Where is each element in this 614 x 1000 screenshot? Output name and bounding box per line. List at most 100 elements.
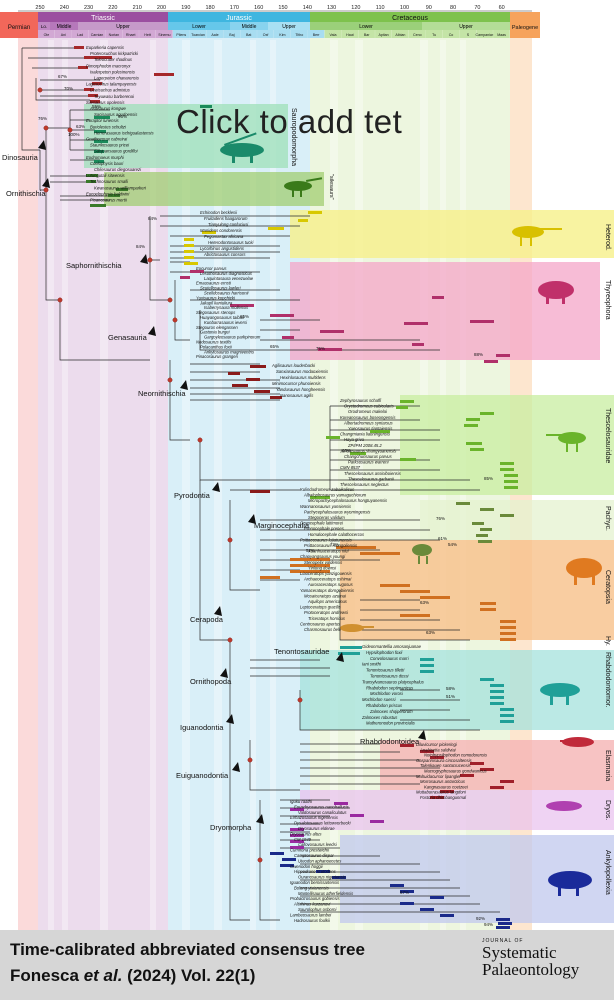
stage-label: Tu <box>432 33 436 37</box>
stage-label: Albian <box>395 33 405 37</box>
taxon-label: Eousdryosaurus nanohallucis <box>294 804 350 809</box>
side-label-sauropodomorpha: Sauropodomorpha <box>290 108 297 166</box>
stage-cell <box>375 30 392 38</box>
taxon-label: Pegomastax africana <box>204 234 244 239</box>
taxon-label: Albalophosaurus yamaguchiorum <box>303 493 367 498</box>
taxon-label: Stegosaurus stenops <box>196 310 236 315</box>
support-value: 84% <box>148 216 157 221</box>
taxon-label: Mochlodon suessi <box>362 697 397 702</box>
taxon-label: Hypsilophodon foxii <box>366 650 403 655</box>
taxon-label: Nodosaurus textilis <box>196 340 232 345</box>
stage-cell <box>442 30 460 38</box>
side-label-silesaurs: "silesaurs" <box>328 174 334 200</box>
period-permian <box>0 12 38 38</box>
clade-label-iguanodontia: Iguanodontia <box>180 723 224 732</box>
clade-label-ornithopoda: Ornithopoda <box>190 677 232 686</box>
side-label-thescelosauridae: Thescelosauridae <box>604 408 611 463</box>
support-value: 63% <box>76 124 85 129</box>
taxon-label: Polacanthus foxii <box>200 344 233 349</box>
taxon-label: CM 1949 <box>294 837 312 842</box>
stage-cell <box>172 30 190 38</box>
pachycephalosaur-box <box>420 500 614 540</box>
timescale-tick-label: 200 <box>157 5 166 11</box>
epoch-label: Lower <box>192 24 206 30</box>
taxon-label: Jakapil kaniukura <box>199 300 233 305</box>
clade-label-dinosauria: Dinosauria <box>2 153 39 162</box>
clade-label-neornithischia: Neornithischia <box>138 389 186 398</box>
taxon-label: Ixalerpeton polesinensis <box>90 69 136 74</box>
epoch-label: Lower <box>359 24 373 30</box>
taxon-label: Altirhinus kurzanovi <box>293 902 331 907</box>
timescale-tick-label: 120 <box>351 5 360 11</box>
taxon-label: Prenocephale prenes <box>304 526 345 531</box>
heterodontosaurid-box <box>290 210 614 258</box>
timescale-tick-label: 140 <box>303 5 312 11</box>
taxon-label: Kangnasaurus coetzeei <box>424 784 469 789</box>
support-value: 76% <box>38 116 47 121</box>
footer-citation: Fonesca et al. (2024) Vol. 22(1) <box>10 966 255 986</box>
taxon-label: Agilisaurus louderbacki <box>271 363 316 368</box>
support-value: 54% <box>448 542 457 547</box>
period-label-paleogene: Paleogene <box>512 25 538 31</box>
taxon-label: Yuxisaurus kopchicki <box>196 295 236 300</box>
taxon-label: Anabisetia saldiviai <box>419 747 457 752</box>
stage-cell <box>257 30 274 38</box>
stage-cell <box>156 30 173 38</box>
clade-label-saphornithischia: Saphornithischia <box>66 261 122 270</box>
timescale-tick-label: 220 <box>108 5 117 11</box>
stage-label: Oxf <box>263 33 269 37</box>
epoch-label: Middle <box>242 24 257 30</box>
taxon-label: Echinodon becklesii <box>200 210 238 215</box>
timescale-tick-label: 190 <box>181 5 190 11</box>
side-label-dryos: Dryos. <box>604 800 611 820</box>
taxon-label: Fruitadens haagarorum <box>204 216 248 221</box>
taxon-label: Pinacosaurus grangeri <box>196 354 239 359</box>
support-value: 52% <box>306 548 315 553</box>
stage-label: Titho <box>295 33 303 37</box>
taxon-label: Chilesaurus diegosuarezi <box>94 167 142 172</box>
taxon-label: Eodromaeus murphi <box>86 155 125 160</box>
text-placeholder[interactable]: Click to add tet <box>176 103 403 140</box>
clade-label-pyrodontia: Pyrodontia <box>174 491 211 500</box>
taxon-label: Owenodon hoggii <box>290 864 324 869</box>
ceratopsia-box <box>340 540 614 640</box>
taxon-label: Gnathovorax cabreirai <box>86 137 128 142</box>
elasmaria-box <box>380 740 614 790</box>
support-value: 88% <box>474 352 483 357</box>
taxon-label: Protoceratops andrewsi <box>304 610 349 615</box>
ceratopsian-silhouette-icon <box>566 558 602 585</box>
taxon-label: Stegouros elengassen <box>196 325 238 330</box>
stage-cell <box>290 30 308 38</box>
taxon-label: Valdosaurus canaliculatus <box>298 810 347 815</box>
taxon-label: Isaberrysaura mollensis <box>204 305 249 310</box>
taxon-label: Gastonia burgei <box>200 330 231 335</box>
epoch-label: Middle <box>57 24 72 30</box>
period-label-jurassic: Jurassic <box>226 15 252 22</box>
stage-label: Bat <box>246 33 251 37</box>
taxon-label: Iguanodon bernissartensis <box>290 880 340 885</box>
taxon-label: Tenontosaurus tilletti <box>366 668 405 673</box>
taxon-label: Tenontosaurus dossi <box>370 674 410 679</box>
taxon-label: Sanxiasaurus modaoxiensis <box>276 369 329 374</box>
taxon-label: Euparkeria capensis <box>86 45 125 50</box>
pachycephalosaur-silhouette-icon <box>412 544 432 564</box>
support-value: 96% <box>118 114 127 119</box>
period-jurassic <box>168 12 310 22</box>
side-label-elasmaria: Elasmaria <box>604 750 611 781</box>
taxon-label: Hadrosaurus foulkii <box>294 918 331 923</box>
taxon-label: Changmiania liaoningensis <box>340 432 391 437</box>
taxon-label: Lesothosaurus diagnosticus <box>200 271 253 276</box>
taxon-label: Iani smithi <box>362 662 382 667</box>
timescale-tick-label: 90 <box>426 5 432 11</box>
stage-cell <box>274 30 291 38</box>
taxon-label: Scutellosaurus lawleri <box>200 286 242 291</box>
clade-label-tenontosauridae: Tenontosauridae <box>274 647 329 656</box>
period-label-triassic: Triassic <box>91 15 115 22</box>
period-triassic <box>38 12 168 22</box>
stage-label: Toarcian <box>191 33 205 37</box>
clade-label-rhabdodontoidea: Rhabdodontoidea <box>360 737 420 746</box>
support-value: 65% <box>240 314 249 319</box>
stage-label: Maas <box>497 33 506 37</box>
taxon-label: Kwanasaurus williamparkeri <box>94 185 147 190</box>
